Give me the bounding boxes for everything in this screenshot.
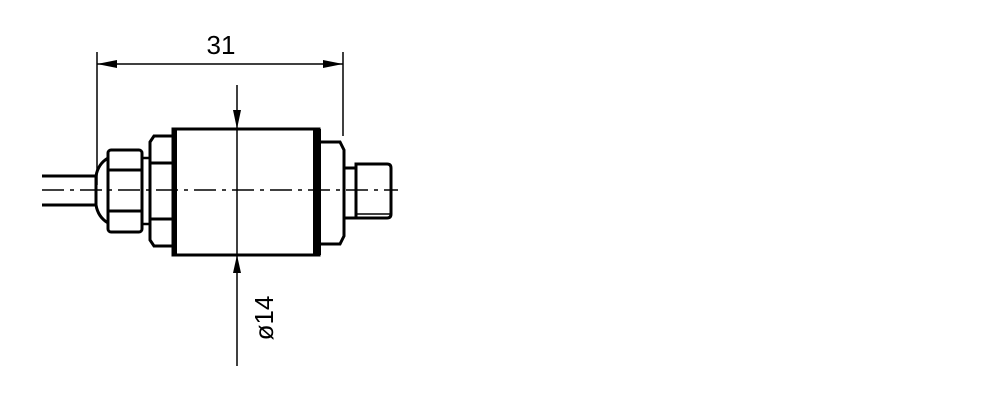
arrowhead-right-icon (323, 60, 343, 68)
diameter-dimension-label: ø14 (249, 296, 279, 341)
arrowhead-left-icon (97, 60, 117, 68)
hex-nut (148, 134, 175, 248)
hex-collar (321, 140, 346, 246)
cable (42, 174, 96, 207)
housing-body (171, 127, 321, 257)
cable-gland-dome (94, 156, 109, 225)
length-dimension-label: 31 (207, 30, 236, 60)
diameter-dimension (233, 85, 241, 366)
arrowhead-up-icon (233, 255, 241, 273)
arrowhead-down-icon (233, 110, 241, 129)
cable-gland-nut (106, 148, 144, 234)
length-dimension (96, 52, 344, 185)
threaded-process-connection (342, 162, 393, 220)
